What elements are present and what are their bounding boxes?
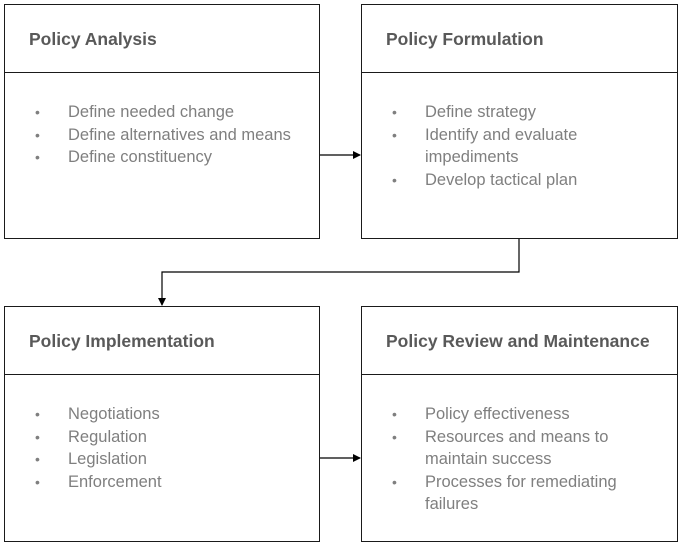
bullet-icon: • — [35, 473, 40, 490]
bullet-icon: • — [35, 428, 40, 445]
list-item-text: Processes for remediating failures — [425, 472, 617, 514]
list-item-text: Negotiations — [68, 405, 160, 423]
list-item-text: Legislation — [68, 450, 147, 468]
list-item-text: Policy effectiveness — [425, 405, 570, 423]
list-item: • Define needed change — [35, 101, 311, 124]
list-item-text: Define strategy — [425, 103, 536, 121]
bullet-list: • Define needed change • Define alternativ… — [35, 101, 311, 169]
list-item-text: Define needed change — [68, 103, 235, 121]
list-item-text: Develop tactical plan — [425, 170, 578, 189]
list-item: • Enforcement — [35, 471, 311, 494]
list-item: • Define strategy — [392, 101, 669, 124]
bullet-icon: • — [35, 406, 40, 422]
list-item-text: Resources and means to maintain success — [425, 427, 609, 469]
list-item: • Define constituency — [35, 146, 311, 169]
bullet-icon: • — [392, 171, 397, 188]
policy-implementation-box: Policy Implementation • Negotiations • Reg… — [4, 306, 320, 542]
list-item: • Processes for remediating failures — [392, 471, 669, 516]
box-title: Policy Review and Maintenance — [386, 330, 650, 351]
bullet-icon: • — [35, 149, 40, 165]
bullet-icon: • — [35, 104, 40, 120]
list-item: • Identify and evaluate impediments — [392, 124, 669, 169]
list-item-text: Identify and evaluate impediments — [425, 125, 578, 167]
bullet-icon: • — [392, 428, 397, 445]
list-item: • Resources and means to maintain success — [392, 426, 669, 471]
list-item-text: Enforcement — [68, 472, 162, 491]
box-title: Policy Formulation — [386, 28, 544, 49]
bullet-list: • Policy effectiveness • Resources and mea… — [392, 403, 669, 516]
box-header: Policy Implementation — [5, 307, 319, 375]
list-item-text: Define constituency — [68, 148, 212, 166]
policy-formulation-box: Policy Formulation • Define strategy • Ide… — [361, 4, 678, 239]
list-item: • Define alternatives and means — [35, 124, 311, 147]
list-item: • Legislation — [35, 448, 311, 471]
policy-analysis-box: Policy Analysis • Define needed change • D… — [4, 4, 320, 239]
arrow-formulation-to-implementation — [158, 239, 520, 306]
box-title: Policy Implementation — [29, 330, 215, 351]
bullet-icon: • — [392, 473, 397, 490]
list-item: • Regulation — [35, 426, 311, 449]
box-header: Policy Review and Maintenance — [362, 307, 677, 375]
bullet-icon: • — [392, 126, 397, 143]
list-item: • Policy effectiveness — [392, 403, 669, 426]
bullet-icon: • — [35, 451, 40, 467]
box-title: Policy Analysis — [29, 28, 157, 49]
box-header: Policy Formulation — [362, 5, 677, 73]
box-header: Policy Analysis — [5, 5, 319, 73]
bullet-icon: • — [392, 406, 397, 422]
bullet-icon: • — [392, 104, 397, 120]
list-item-text: Define alternatives and means — [68, 125, 291, 144]
bullet-icon: • — [35, 126, 40, 143]
list-item-text: Regulation — [68, 427, 147, 446]
bullet-list: • Negotiations • Regulation • Legislation •… — [35, 403, 311, 493]
bullet-list: • Define strategy • Identify and evaluate … — [392, 101, 669, 191]
list-item: • Develop tactical plan — [392, 169, 669, 192]
policy-review-box: Policy Review and Maintenance • Policy ef… — [361, 306, 678, 542]
list-item: • Negotiations — [35, 403, 311, 426]
